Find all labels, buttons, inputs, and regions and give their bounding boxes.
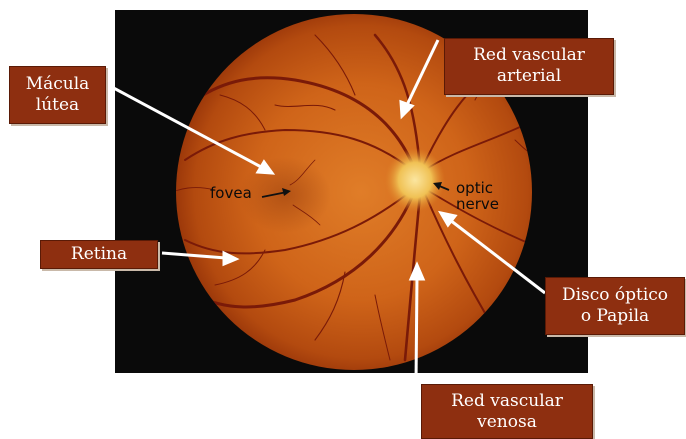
callout-macula-line2: lútea (10, 95, 105, 116)
optic-label: optic (456, 181, 493, 196)
callout-arterial-line2: arterial (445, 66, 613, 87)
nerve-label: nerve (456, 197, 499, 212)
callout-disc: Disco óptico o Papila (545, 277, 685, 335)
callout-arterial-line1: Red vascular (445, 45, 613, 66)
callout-disc-line2: o Papila (546, 306, 684, 327)
optic-disc (385, 148, 445, 212)
callout-venous: Red vascular venosa (421, 384, 593, 439)
callout-arterial: Red vascular arterial (444, 38, 614, 95)
callout-retina: Retina (40, 240, 158, 269)
callout-venous-line2: venosa (422, 412, 592, 433)
callout-venous-line1: Red vascular (422, 391, 592, 412)
callout-retina-line1: Retina (41, 244, 157, 265)
callout-disc-line1: Disco óptico (546, 285, 684, 306)
fovea-label: fovea (210, 186, 252, 201)
callout-macula: Mácula lútea (9, 66, 106, 124)
callout-macula-line1: Mácula (10, 74, 105, 95)
